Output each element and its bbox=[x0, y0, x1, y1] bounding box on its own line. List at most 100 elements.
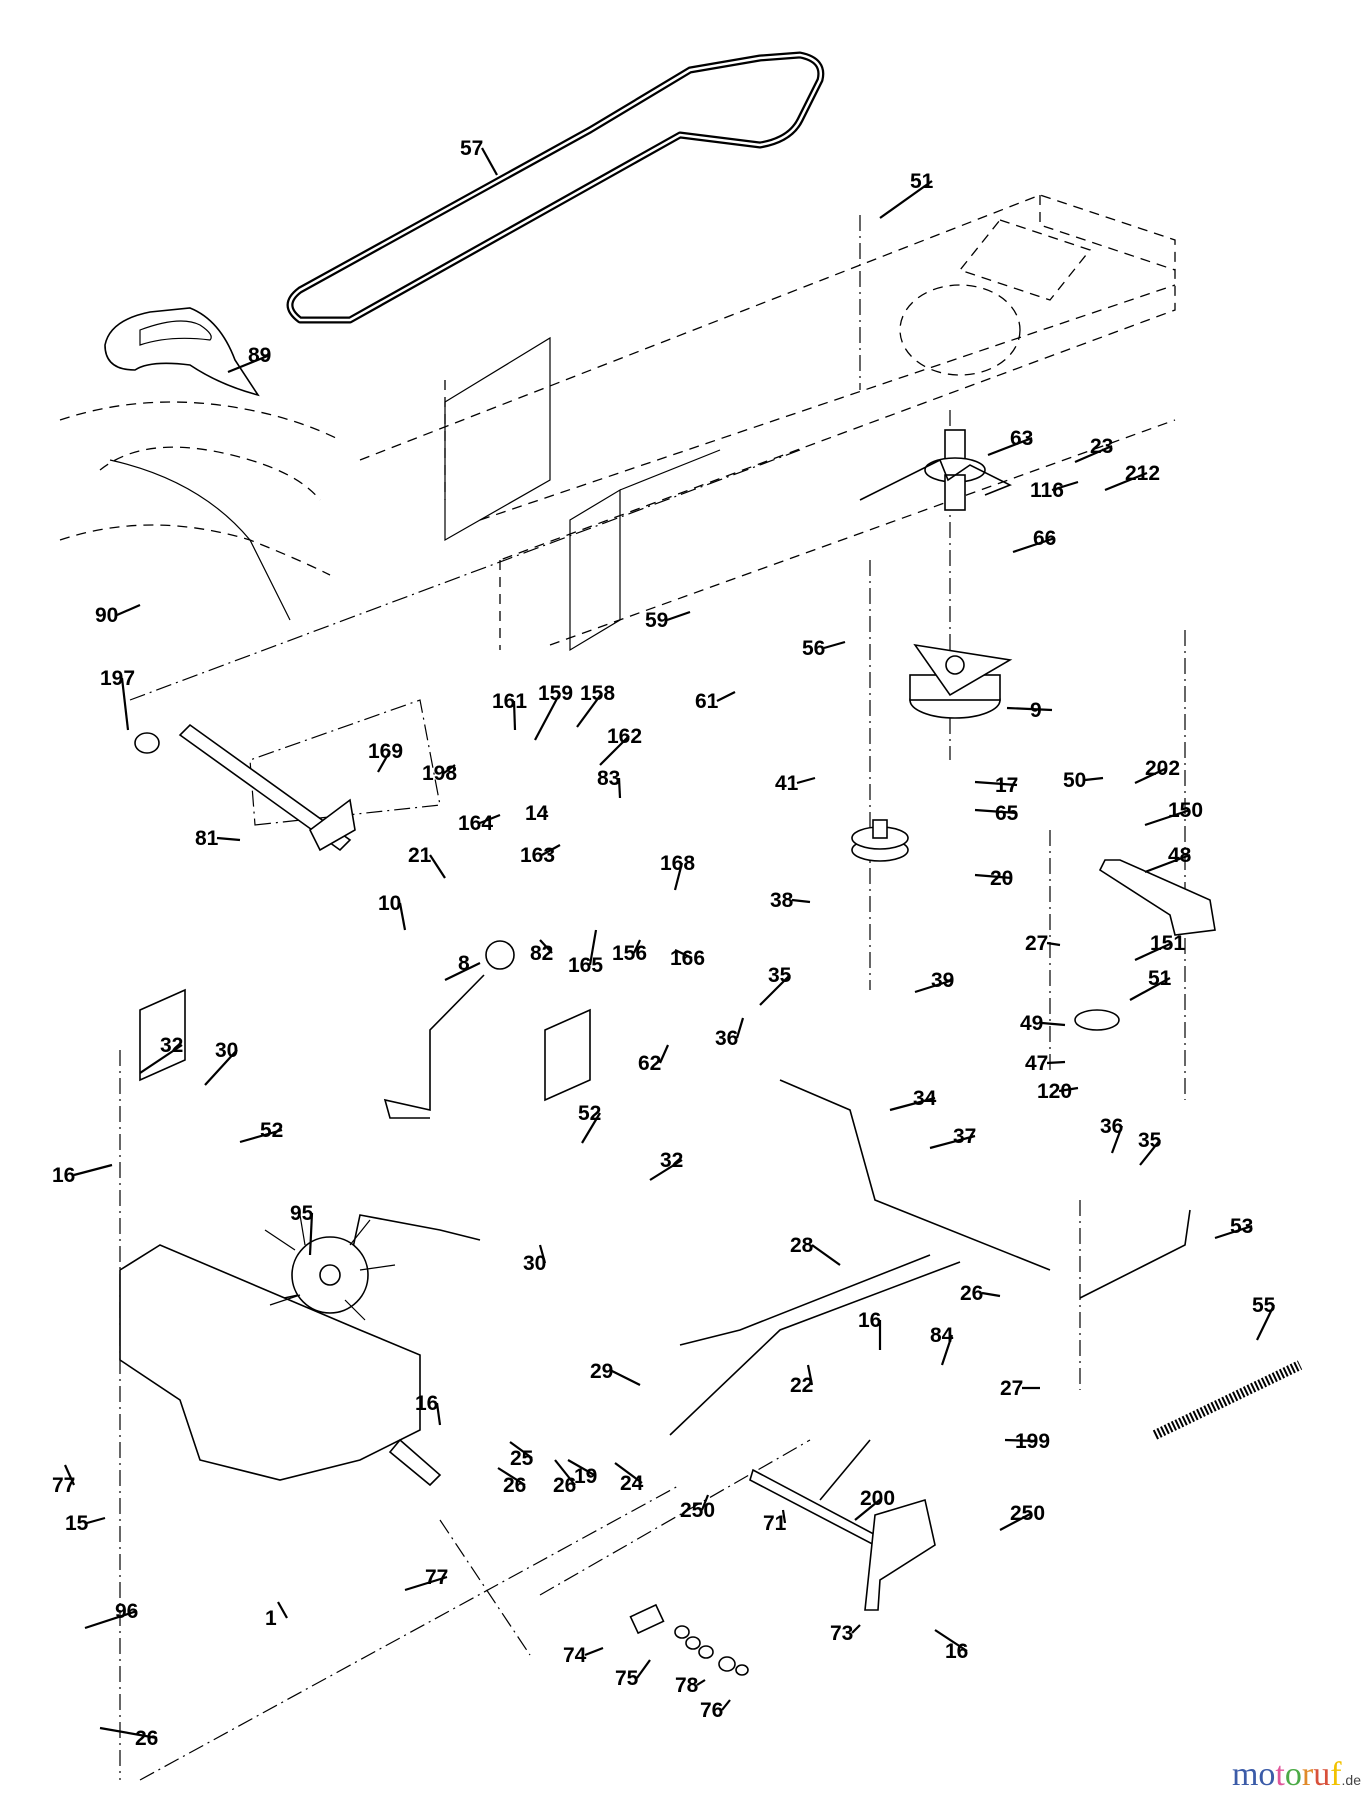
callout-26-b: 26 bbox=[553, 1474, 576, 1497]
callout-61: 61 bbox=[695, 690, 719, 713]
callout-55: 55 bbox=[1252, 1294, 1276, 1317]
callout-120: 120 bbox=[1037, 1080, 1072, 1103]
callout-47: 47 bbox=[1025, 1052, 1048, 1075]
leader-line-55 bbox=[1256, 1304, 1275, 1341]
callout-36-upper: 36 bbox=[715, 1027, 738, 1050]
leader-line-76 bbox=[721, 1699, 731, 1711]
leader-line-164 bbox=[479, 813, 501, 825]
callout-199: 199 bbox=[1015, 1430, 1050, 1453]
leader-line-77-upper bbox=[63, 1464, 76, 1486]
callout-84: 84 bbox=[930, 1324, 954, 1347]
tractor-frame bbox=[359, 194, 1176, 650]
drive-belt bbox=[286, 51, 825, 324]
callout-38: 38 bbox=[770, 889, 794, 912]
idler-pulley-spindle bbox=[924, 429, 986, 511]
leader-line-159 bbox=[534, 692, 561, 741]
leader-line-30-mid bbox=[538, 1244, 547, 1264]
leader-line-16-left bbox=[73, 1163, 113, 1177]
leader-line-250-left bbox=[700, 1494, 710, 1511]
callout-36-lower: 36 bbox=[1100, 1115, 1123, 1138]
leader-line-53 bbox=[1214, 1224, 1253, 1240]
leader-line-158 bbox=[576, 692, 603, 728]
belt-guide-wire bbox=[859, 458, 1012, 501]
callout-73: 73 bbox=[830, 1622, 853, 1645]
watermark-letter: o bbox=[1284, 1756, 1302, 1793]
callout-90: 90 bbox=[95, 604, 118, 627]
spacer-and-washers bbox=[629, 1603, 749, 1676]
callout-169: 169 bbox=[368, 740, 403, 763]
leader-line-74 bbox=[584, 1646, 604, 1657]
leader-line-51-top bbox=[879, 180, 933, 219]
leader-line-81 bbox=[216, 836, 241, 842]
callout-156: 156 bbox=[612, 942, 647, 965]
leader-line-47 bbox=[1046, 1060, 1066, 1065]
leader-line-71 bbox=[781, 1509, 787, 1524]
callout-82: 82 bbox=[530, 942, 553, 965]
leader-line-95 bbox=[308, 1212, 314, 1256]
leader-line-56 bbox=[823, 640, 846, 650]
callout-1: 1 bbox=[265, 1607, 277, 1630]
callout-16-mid: 16 bbox=[858, 1309, 881, 1332]
leader-line-1 bbox=[277, 1601, 288, 1619]
callout-9: 9 bbox=[1030, 699, 1042, 722]
rod-34 bbox=[779, 1079, 1051, 1271]
leader-line-32-left bbox=[139, 1044, 183, 1074]
callout-168: 168 bbox=[660, 852, 695, 875]
leader-line-61 bbox=[716, 691, 736, 702]
shift-lever bbox=[383, 974, 485, 1119]
leader-line-57 bbox=[481, 147, 498, 176]
leader-line-62 bbox=[658, 1044, 670, 1064]
callout-200: 200 bbox=[860, 1487, 895, 1510]
leader-line-17 bbox=[974, 780, 1018, 787]
leader-line-16-trans bbox=[435, 1402, 442, 1426]
leader-line-22 bbox=[806, 1364, 814, 1386]
callout-49: 49 bbox=[1020, 1012, 1043, 1035]
callout-163: 163 bbox=[520, 844, 555, 867]
leader-line-51-right bbox=[1129, 977, 1171, 1001]
callout-52-mid: 52 bbox=[578, 1102, 601, 1125]
rod-53 bbox=[1079, 1209, 1191, 1299]
leader-line-28 bbox=[811, 1244, 841, 1266]
callout-198: 198 bbox=[422, 762, 457, 785]
leader-line-161 bbox=[512, 700, 517, 731]
leader-line-162 bbox=[599, 735, 630, 766]
callout-151: 151 bbox=[1150, 932, 1185, 955]
leader-line-84 bbox=[940, 1334, 954, 1366]
callout-159: 159 bbox=[538, 682, 573, 705]
leader-line-21 bbox=[429, 854, 446, 879]
callout-39: 39 bbox=[931, 969, 954, 992]
callout-96: 96 bbox=[115, 1600, 138, 1623]
shift-knob bbox=[485, 940, 515, 970]
leader-line-166 bbox=[674, 949, 693, 959]
callout-81: 81 bbox=[195, 827, 219, 850]
callout-162: 162 bbox=[607, 725, 642, 748]
leader-line-35-lower bbox=[1139, 1139, 1161, 1166]
callout-78: 78 bbox=[675, 1674, 699, 1697]
callout-22: 22 bbox=[790, 1374, 813, 1397]
callout-35-upper: 35 bbox=[768, 964, 792, 987]
rod-22 bbox=[669, 1261, 961, 1436]
leader-line-26-a bbox=[497, 1467, 526, 1486]
leader-line-202 bbox=[1134, 767, 1168, 784]
leader-line-41 bbox=[796, 776, 816, 785]
callout-29: 29 bbox=[590, 1360, 613, 1383]
leader-line-30-left bbox=[204, 1049, 238, 1086]
leader-line-10 bbox=[398, 902, 407, 931]
leader-line-197 bbox=[120, 677, 130, 731]
leader-line-250-right bbox=[999, 1512, 1033, 1531]
leader-line-14 bbox=[544, 809, 548, 814]
callout-35-lower: 35 bbox=[1138, 1129, 1162, 1152]
callout-75: 75 bbox=[615, 1667, 639, 1690]
leader-line-82 bbox=[539, 939, 553, 954]
callout-164: 164 bbox=[458, 812, 493, 835]
leader-line-32-mid bbox=[649, 1159, 683, 1181]
fender-cover bbox=[104, 307, 260, 397]
leader-line-65 bbox=[974, 808, 1018, 815]
callout-83: 83 bbox=[597, 767, 620, 790]
bracket-73 bbox=[864, 1498, 936, 1611]
callout-19: 19 bbox=[574, 1465, 597, 1488]
callout-51-right: 51 bbox=[1148, 967, 1172, 990]
transaxle bbox=[119, 1214, 442, 1487]
